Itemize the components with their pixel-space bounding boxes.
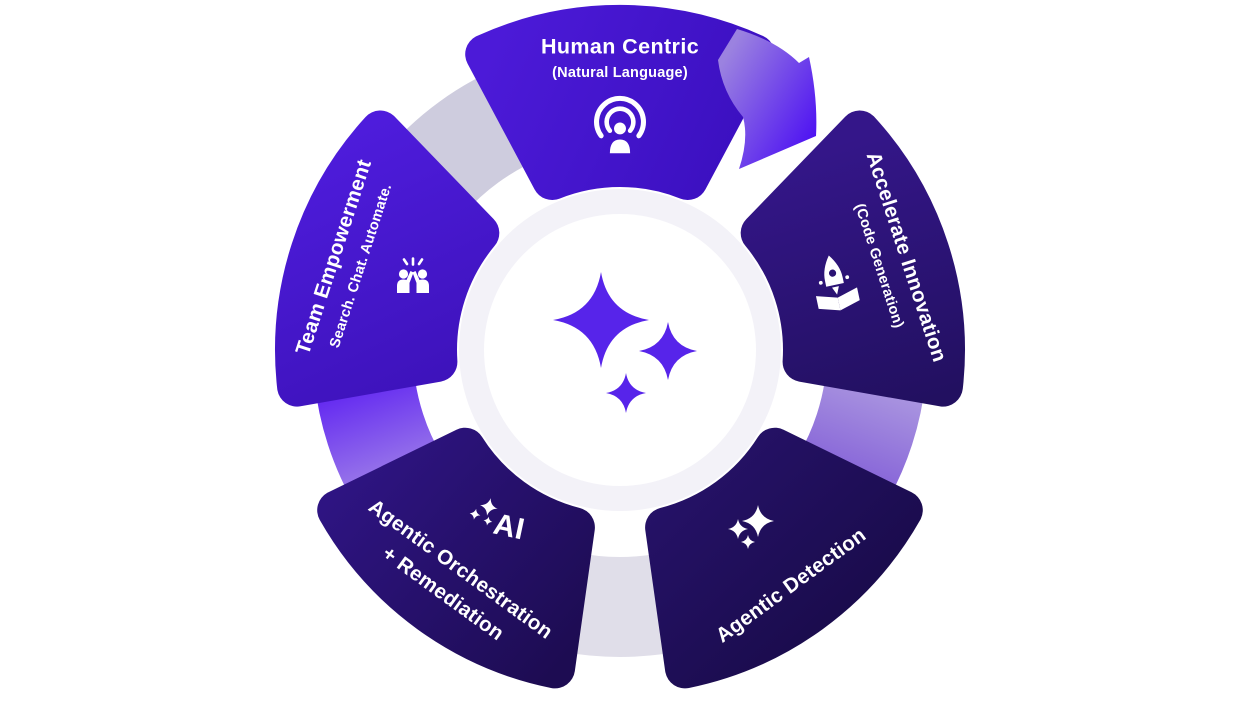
sparkles-icon: [553, 272, 697, 413]
clockwise-arrow-icon: [718, 29, 817, 169]
ai-label: AI: [491, 508, 528, 547]
person-broadcast-icon: [594, 95, 646, 154]
segment-agentic-orchestration-shape: [317, 427, 595, 689]
segment-title: Human Centric: [541, 35, 699, 59]
sparkles-icon: [728, 505, 774, 549]
segment-human-centric: Human Centric (Natural Language): [465, 5, 775, 200]
diagram-center: [459, 189, 781, 511]
ai-sparkles-icon: AI: [469, 498, 528, 547]
center-circle: [484, 214, 756, 486]
segment-subtitle: (Natural Language): [552, 65, 688, 81]
segment-accelerate-innovation: Accelerate Innovation (Code Generation): [740, 110, 965, 407]
segment-accelerate-innovation-shape: [740, 110, 965, 407]
rocket-launch-icon: [815, 255, 860, 311]
team-highfive-icon: [397, 257, 429, 293]
segment-agentic-orchestration: Agentic Orchestration + Remediation AI: [317, 427, 595, 689]
segment-agentic-detection: Agentic Detection: [645, 427, 923, 689]
segment-team-empowerment: Team Empowerment Search. Chat. Automate.: [275, 110, 500, 407]
spark-lines: [402, 257, 424, 266]
segment-team-empowerment-shape: [275, 110, 500, 407]
segment-agentic-detection-shape: [645, 427, 923, 689]
